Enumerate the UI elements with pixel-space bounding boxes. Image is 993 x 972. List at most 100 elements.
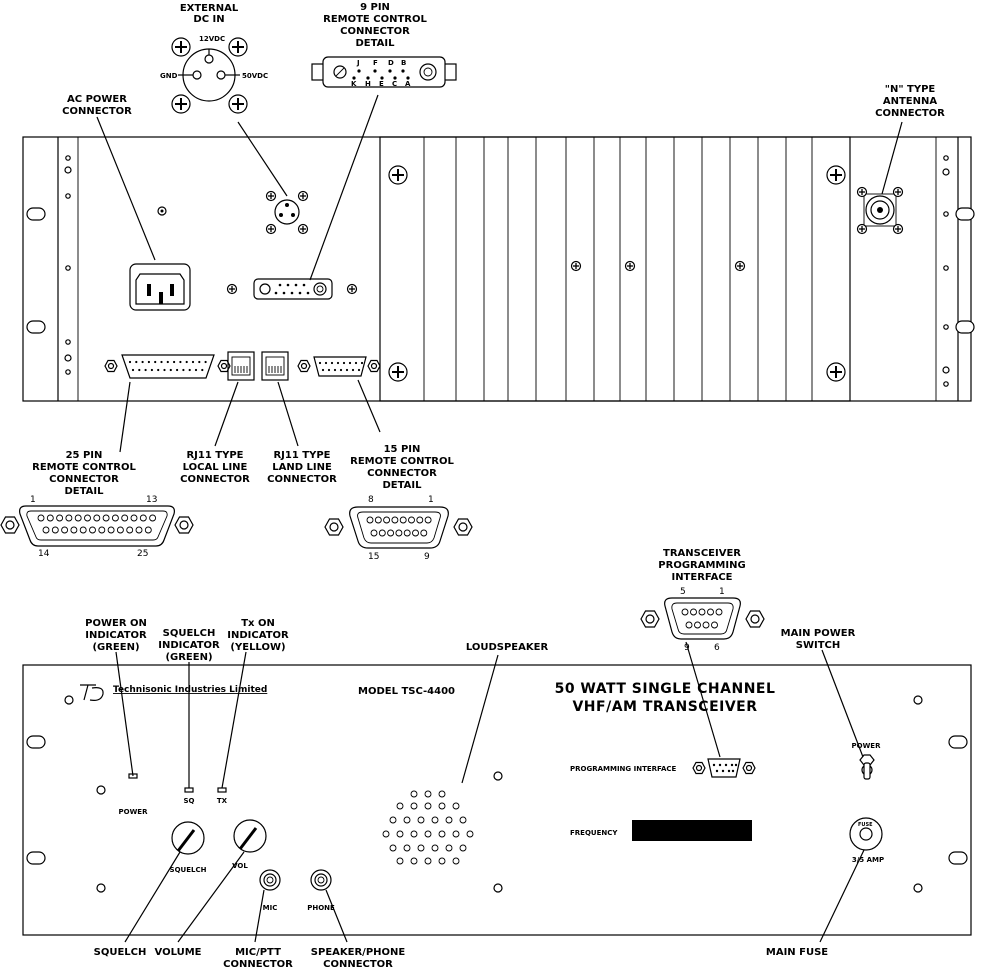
rj11-land-label-2: LAND LINE xyxy=(272,462,332,473)
connector-pin xyxy=(383,516,391,524)
connector-pin xyxy=(93,514,101,522)
grille-hole xyxy=(445,816,453,824)
power-on-ind-label-3: (GREEN) xyxy=(92,642,139,653)
connector-pin xyxy=(194,368,198,372)
dc-50v-label: 50VDC xyxy=(242,72,268,80)
connector-pin xyxy=(188,368,191,372)
connector-pin xyxy=(65,514,73,522)
frequency-display xyxy=(632,820,752,841)
connector-pin xyxy=(147,360,150,364)
grille-hole xyxy=(438,802,446,810)
rear-leader-lines xyxy=(96,94,903,453)
rj11-local-label-2: LOCAL LINE xyxy=(183,462,248,473)
power-toggle-switch[interactable] xyxy=(859,754,875,780)
nine-pin-label-1: 9 PIN xyxy=(360,2,390,13)
grille-hole xyxy=(438,830,446,838)
rack-slot xyxy=(26,851,46,865)
prog-interface-label: PROGRAMMING INTERFACE xyxy=(570,765,677,773)
connector-pin xyxy=(51,526,59,534)
speaker-grille xyxy=(382,790,474,865)
phone-jack xyxy=(310,869,332,891)
connector-pin xyxy=(89,526,96,534)
rack-slot xyxy=(955,207,975,221)
xcvr-pin-num: 6 xyxy=(714,643,720,653)
rack-hole xyxy=(943,265,949,271)
connector-pin xyxy=(707,608,714,616)
connector-pin xyxy=(702,621,710,629)
rack-hole xyxy=(64,354,72,362)
connector-pin xyxy=(342,361,346,365)
rack-hole xyxy=(943,324,949,330)
grille-hole xyxy=(403,844,411,852)
main-power-switch-label-1: MAIN POWER xyxy=(781,628,856,639)
connector-pin xyxy=(149,514,157,522)
tx-led xyxy=(217,787,227,793)
pin-letter: D xyxy=(388,59,394,67)
rack-slot xyxy=(26,207,46,221)
pin-letter: F xyxy=(373,59,378,67)
connector-pin xyxy=(141,360,144,364)
nine-pin-label-4: DETAIL xyxy=(355,38,395,49)
main-fuse-label: MAIN FUSE xyxy=(766,947,828,958)
db25-pin-num: 25 xyxy=(137,549,148,559)
connector-pin xyxy=(681,608,689,616)
grille-hole xyxy=(396,830,404,838)
dc-in-label-1: EXTERNAL xyxy=(180,3,239,14)
rack-hole xyxy=(65,339,71,345)
connector-pin xyxy=(176,368,179,372)
volume-knob xyxy=(233,819,267,853)
connector-pin xyxy=(348,361,352,365)
fuse-text: FUSE xyxy=(858,822,873,828)
connector-pin xyxy=(79,526,87,534)
connector-pin xyxy=(98,526,106,534)
connector-pin xyxy=(357,368,361,372)
rj11-local-label-1: RJ11 TYPE xyxy=(186,450,243,461)
connector-pin xyxy=(169,368,172,372)
dc-in-label-2: DC IN xyxy=(193,14,224,25)
db15-connector-panel xyxy=(297,356,381,377)
grille-hole xyxy=(389,844,397,852)
connector-pin xyxy=(198,360,201,364)
connector-pin xyxy=(157,368,160,372)
screw xyxy=(826,362,846,382)
grille-hole xyxy=(424,802,432,810)
db15-pin-num: 1 xyxy=(428,495,434,505)
front-top-labels: POWER ON INDICATOR (GREEN) SQUELCH INDIC… xyxy=(85,618,856,663)
xcvr-pin-num: 9 xyxy=(684,643,690,653)
grille-hole xyxy=(417,816,425,824)
squelch-led xyxy=(184,787,194,793)
connector-pin xyxy=(135,526,143,534)
screw xyxy=(388,165,408,185)
rj11-land-label-3: CONNECTOR xyxy=(267,474,337,485)
pin-letter: J xyxy=(356,59,360,67)
grille-hole xyxy=(431,816,439,824)
antenna-label-3: CONNECTOR xyxy=(875,108,945,119)
db15-label-3: CONNECTOR xyxy=(367,468,437,479)
connector-pin xyxy=(160,360,163,364)
connector-pin xyxy=(408,516,415,524)
connector-pin xyxy=(366,516,374,524)
db25-pin-num: 1 xyxy=(30,495,36,505)
connector-pin xyxy=(70,526,78,534)
connector-pin xyxy=(201,368,204,372)
rack-slot xyxy=(26,735,46,749)
squelch-ind-label-1: SQUELCH xyxy=(163,628,216,639)
rack-hole xyxy=(942,168,950,176)
connector-pin xyxy=(412,529,419,537)
connector-pin xyxy=(42,526,50,534)
mic-ptt-label-2: CONNECTOR xyxy=(223,959,293,970)
connector-pin xyxy=(74,514,82,522)
grille-hole xyxy=(417,844,425,852)
dc-12v-label: 12VDC xyxy=(199,35,225,43)
company-logo xyxy=(80,684,104,701)
connector-pin xyxy=(130,514,138,522)
main-power-switch-label-2: SWITCH xyxy=(796,640,840,651)
rear-panel xyxy=(22,136,975,402)
connector-pin xyxy=(144,368,147,372)
speaker-phone-label-1: SPEAKER/PHONE xyxy=(311,947,406,958)
dc-in-detail: EXTERNAL DC IN 12VDC GND 50VDC xyxy=(160,3,268,114)
loudspeaker-label: LOUDSPEAKER xyxy=(466,642,549,653)
rj11-land-label-1: RJ11 TYPE xyxy=(273,450,330,461)
ac-power-connector xyxy=(129,263,191,311)
grille-hole xyxy=(410,830,418,838)
